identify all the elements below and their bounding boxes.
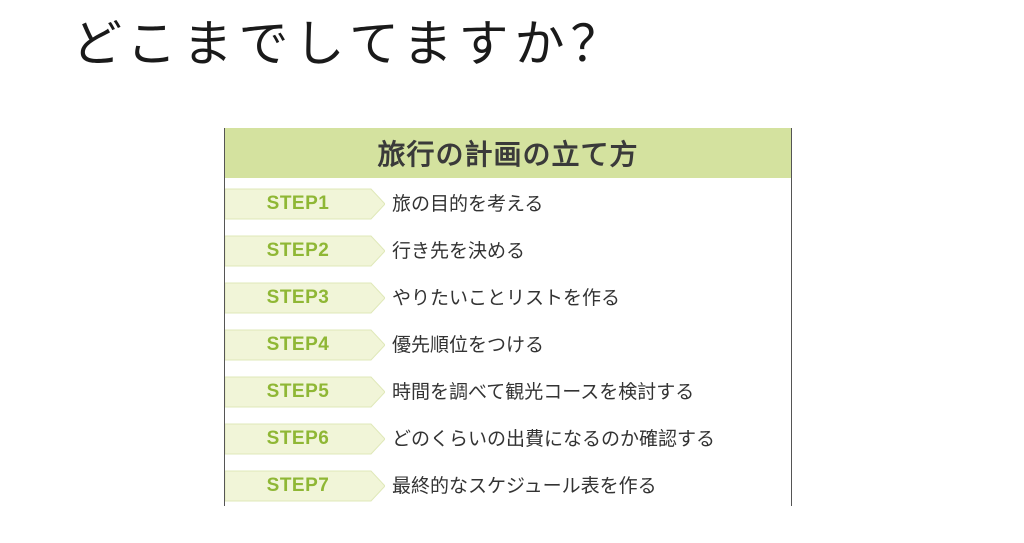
step-text: 旅の目的を考える [392,193,544,215]
step-text: 優先順位をつける [392,334,545,356]
step-row-1: STEP1 旅の目的を考える [225,187,791,221]
step-text: 最終的なスケジュール表を作る [392,475,657,497]
step-tag-2: STEP2 [225,234,385,268]
step-arrow-icon [225,376,385,408]
step-text: どのくらいの出費になるのか確認する [392,428,716,450]
travel-plan-panel: 旅行の計画の立て方 STEP1 旅の目的を考える STEP2 行き先を決める S… [224,128,792,506]
step-tag-4: STEP4 [225,328,385,362]
step-text: やりたいことリストを作る [392,287,621,309]
step-tag-6: STEP6 [225,422,385,456]
step-arrow-icon [225,423,385,455]
step-arrow-icon [225,470,385,502]
panel-header: 旅行の計画の立て方 [225,128,791,178]
step-label: STEP4 [266,334,330,355]
step-row-2: STEP2 行き先を決める [225,234,791,268]
step-arrow-icon [225,235,385,267]
step-row-7: STEP7 最終的なスケジュール表を作る [225,469,791,503]
step-row-4: STEP4 優先順位をつける [225,328,791,362]
step-label: STEP1 [266,193,330,214]
slide-title: どこまでしてますか？ [72,15,627,73]
step-row-6: STEP6 どのくらいの出費になるのか確認する [225,422,791,456]
step-text: 行き先を決める [392,240,526,262]
step-label: STEP7 [266,475,330,496]
step-label: STEP3 [266,287,330,308]
step-row-3: STEP3 やりたいことリストを作る [225,281,791,315]
step-row-5: STEP5 時間を調べて観光コースを検討する [225,375,791,409]
step-arrow-icon [225,329,385,361]
step-tag-7: STEP7 [225,469,385,503]
step-arrow-icon [225,282,385,314]
step-label: STEP2 [266,240,330,261]
step-tag-1: STEP1 [225,187,385,221]
step-tag-3: STEP3 [225,281,385,315]
step-text: 時間を調べて観光コースを検討する [392,381,695,403]
step-label: STEP5 [266,381,330,402]
step-label: STEP6 [266,428,330,449]
step-tag-5: STEP5 [225,375,385,409]
step-arrow-icon [225,188,385,220]
